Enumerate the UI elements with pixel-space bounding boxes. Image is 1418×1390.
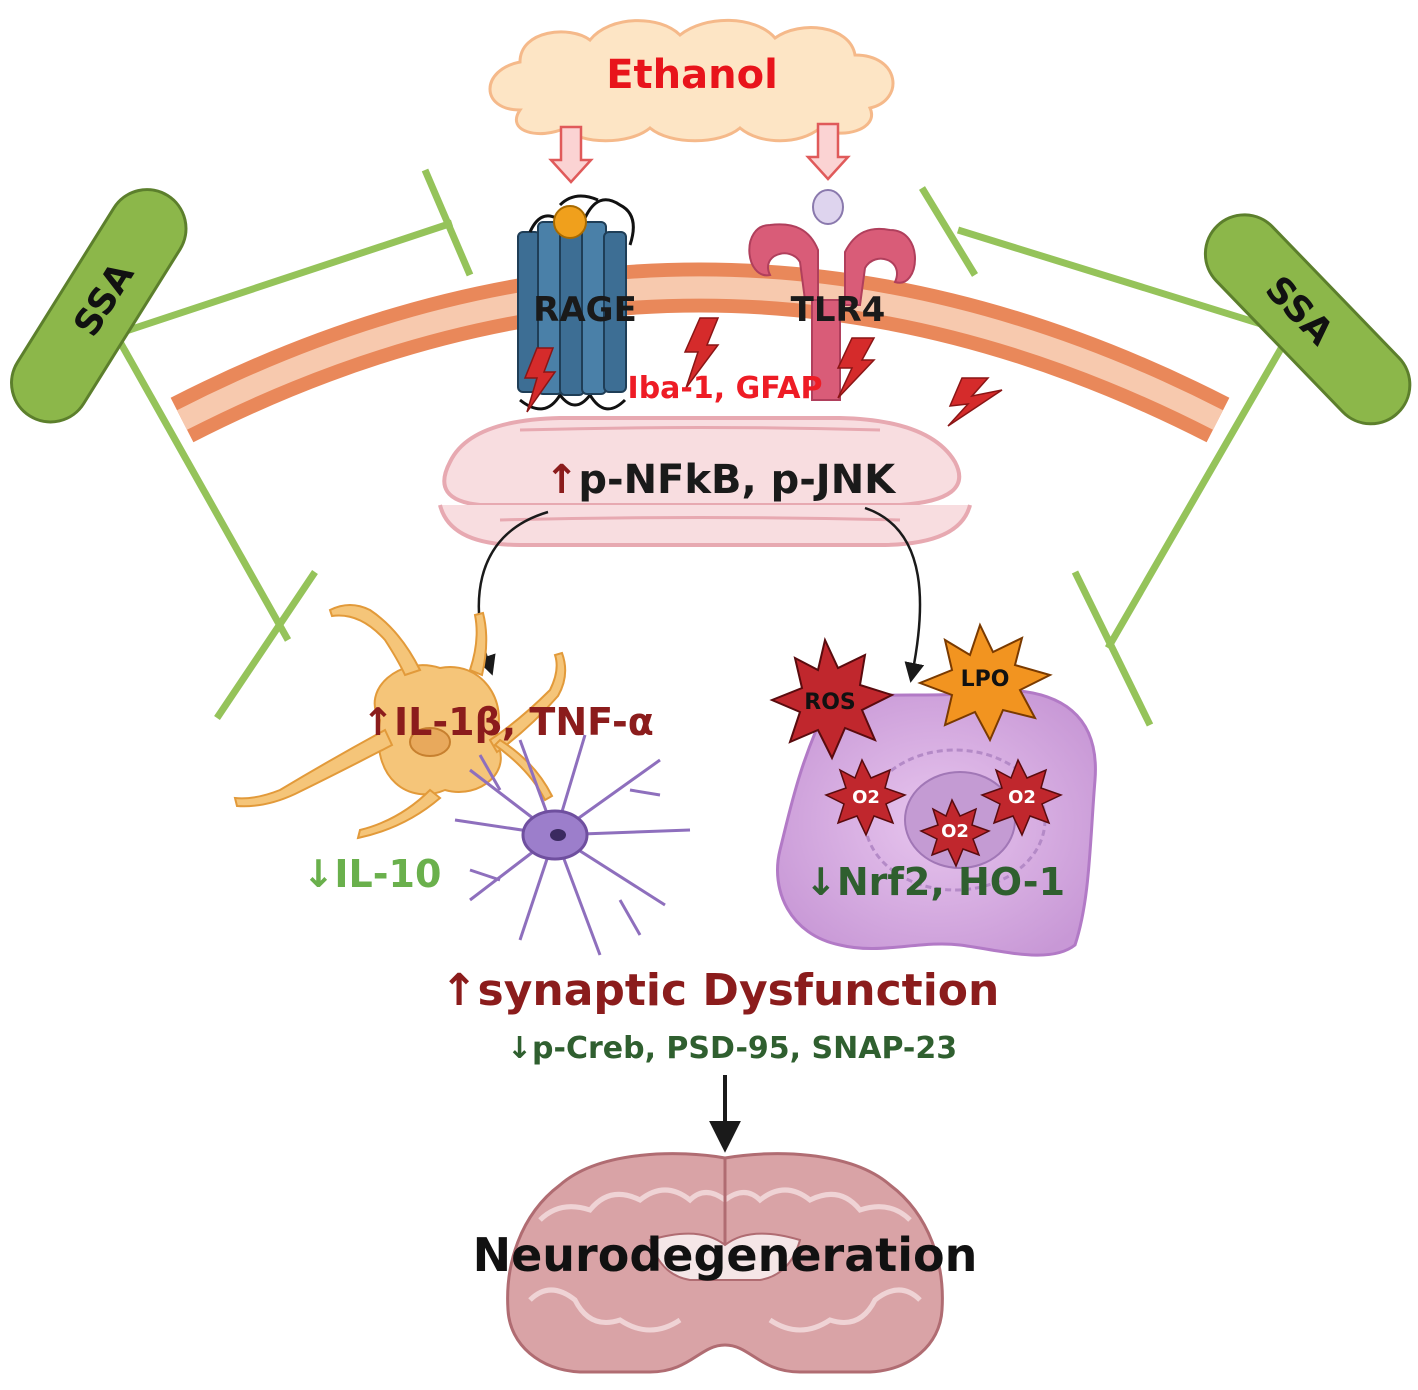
ethanol-cloud: Ethanol — [488, 18, 895, 143]
il10-down-label: ↓IL-10 — [303, 852, 442, 896]
ethanol-arrow-to-rage — [548, 125, 594, 184]
synaptic-dysfunction-label: ↑synaptic Dysfunction — [441, 965, 1000, 1016]
superoxide-burst-1: O2 — [824, 758, 907, 837]
rage-label: RAGE — [533, 290, 637, 330]
lpo-burst: LPO — [917, 622, 1053, 743]
lightning-icon — [523, 317, 1003, 427]
superoxide-label-2: O2 — [1008, 787, 1036, 808]
ethanol-arrow-to-tlr4 — [805, 122, 851, 181]
tlr4-receptor: TLR4 — [748, 189, 916, 401]
superoxide-label-3: O2 — [941, 821, 969, 842]
down-arrow-icon: ↓ — [303, 852, 335, 896]
down-arrow-icon: ↓ — [507, 1031, 532, 1066]
ssa-left: SSA — [10, 168, 474, 720]
brain-section-illustration — [506, 1152, 944, 1374]
ethanol-label: Ethanol — [606, 52, 778, 98]
lpo-label: LPO — [961, 667, 1010, 692]
cell-membrane — [170, 262, 1230, 443]
signaling-label: ↑p-NFkB, p-JNK — [545, 457, 897, 503]
superoxide-burst-3: O2 — [919, 798, 991, 868]
ros-burst: ROS — [769, 636, 895, 761]
up-arrow-icon: ↑ — [441, 965, 478, 1016]
rage-receptor: RAGE — [517, 194, 637, 411]
synaptic-markers-label: ↓p-Creb, PSD-95, SNAP-23 — [507, 1031, 957, 1066]
up-arrow-icon: ↑ — [362, 700, 394, 744]
ligand-lilac — [812, 189, 844, 225]
ssa-right: SSA — [919, 186, 1412, 727]
ros-label: ROS — [804, 690, 856, 715]
superoxide-label-1: O2 — [852, 787, 880, 808]
er-structure — [438, 416, 972, 547]
cytokine-up-label: ↑IL-1β, TNF-α — [362, 700, 654, 744]
ligand-orange — [553, 205, 587, 239]
arrow-to-oxidative — [864, 506, 925, 683]
tlr4-label: TLR4 — [791, 290, 886, 330]
superoxide-burst-2: O2 — [980, 758, 1063, 837]
astrocyte-illustration — [454, 734, 691, 956]
neurodegeneration-label: Neurodegeneration — [473, 1228, 978, 1282]
nrf2-down-label: ↓Nrf2, HO-1 — [805, 860, 1065, 904]
glial-markers: Iba-1, GFAP — [628, 371, 823, 406]
microglia-illustration — [233, 604, 567, 840]
up-arrow-icon: ↑ — [545, 457, 579, 503]
down-arrow-icon: ↓ — [805, 860, 837, 904]
